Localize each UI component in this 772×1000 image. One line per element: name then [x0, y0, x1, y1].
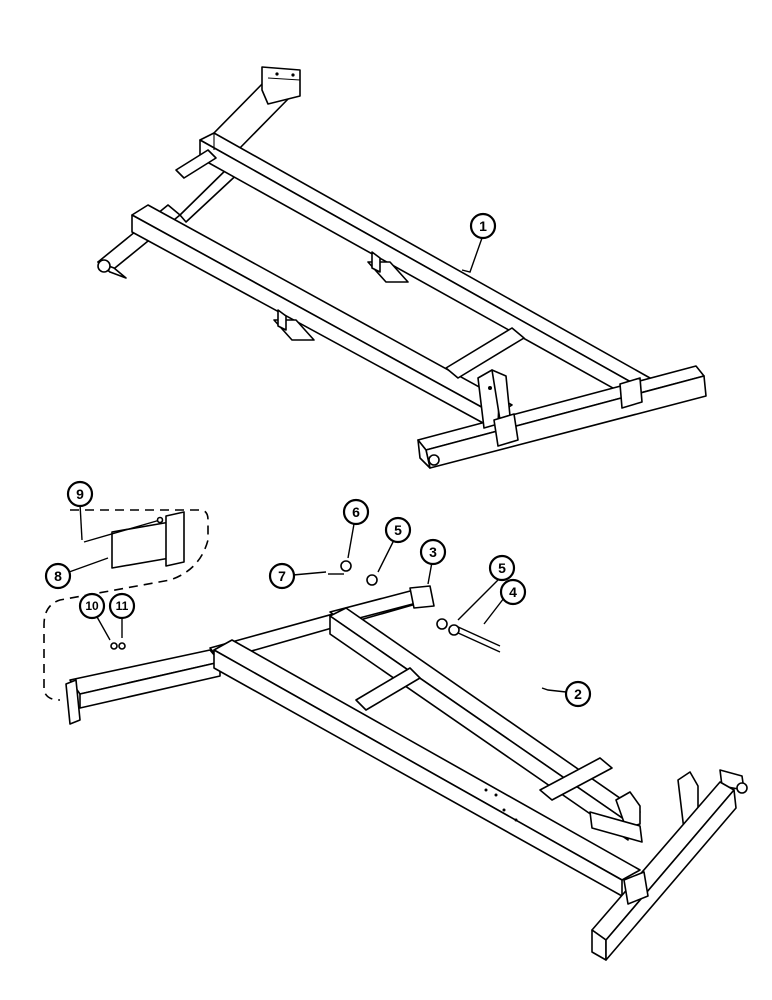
bolt-long-part: [448, 624, 501, 653]
lower-front-long-beam: [213, 639, 641, 897]
callout-10-label: 10: [85, 599, 99, 613]
upper-mounting-bracket-1: [367, 251, 409, 283]
callout-6: 6: [342, 498, 370, 526]
callout-3-label: 3: [429, 544, 437, 560]
callout-9: 9: [66, 480, 94, 508]
callout-5-lower-label: 5: [498, 560, 506, 576]
callout-1: 1: [469, 212, 497, 240]
callout-5-upper-label: 5: [394, 522, 402, 538]
washer-part-b: [436, 618, 448, 630]
callout-11-label: 11: [116, 599, 129, 613]
lower-cross-member-2: [539, 757, 613, 801]
callout-2: 2: [564, 680, 592, 708]
callout-1-label: 1: [479, 218, 487, 234]
callout-11: 11: [108, 592, 136, 620]
lower-front-transverse-beam: [591, 781, 737, 961]
callout-5-upper: 5: [384, 516, 412, 544]
upper-rear-extension-beam: [211, 66, 301, 153]
upper-hitch-plates: [477, 369, 519, 447]
callout-2-label: 2: [574, 686, 582, 702]
upper-cross-member-rear: [175, 149, 217, 179]
lower-left-extension-beam: [65, 649, 221, 725]
callout-10: 10: [78, 592, 106, 620]
lower-cross-member-1: [355, 667, 421, 711]
callout-8-label: 8: [54, 568, 62, 584]
callout-7-label: 7: [278, 568, 286, 584]
callout-4: 4: [499, 578, 527, 606]
small-washer-part: [118, 642, 126, 650]
callout-8: 8: [44, 562, 72, 590]
callout-5-lower: 5: [488, 554, 516, 582]
callout-6-label: 6: [352, 504, 360, 520]
washer-part-a: [366, 574, 378, 586]
upper-mounting-bracket-2: [273, 309, 315, 341]
upper-front-long-beam: [131, 204, 513, 431]
upper-frame-assembly: [97, 66, 707, 469]
callout-4-label: 4: [509, 584, 517, 600]
optional-parts-outline: [43, 509, 209, 701]
lock-nut-part: [340, 560, 352, 572]
callout-7: 7: [268, 562, 296, 590]
callout-9-label: 9: [76, 486, 84, 502]
callout-3: 3: [419, 538, 447, 566]
upper-cross-member-mid: [445, 327, 525, 379]
upper-front-transverse-beam: [417, 365, 707, 469]
lower-frame-assembly: [65, 585, 748, 961]
small-nut-part: [110, 642, 118, 650]
extension-tube-part: [83, 511, 185, 569]
